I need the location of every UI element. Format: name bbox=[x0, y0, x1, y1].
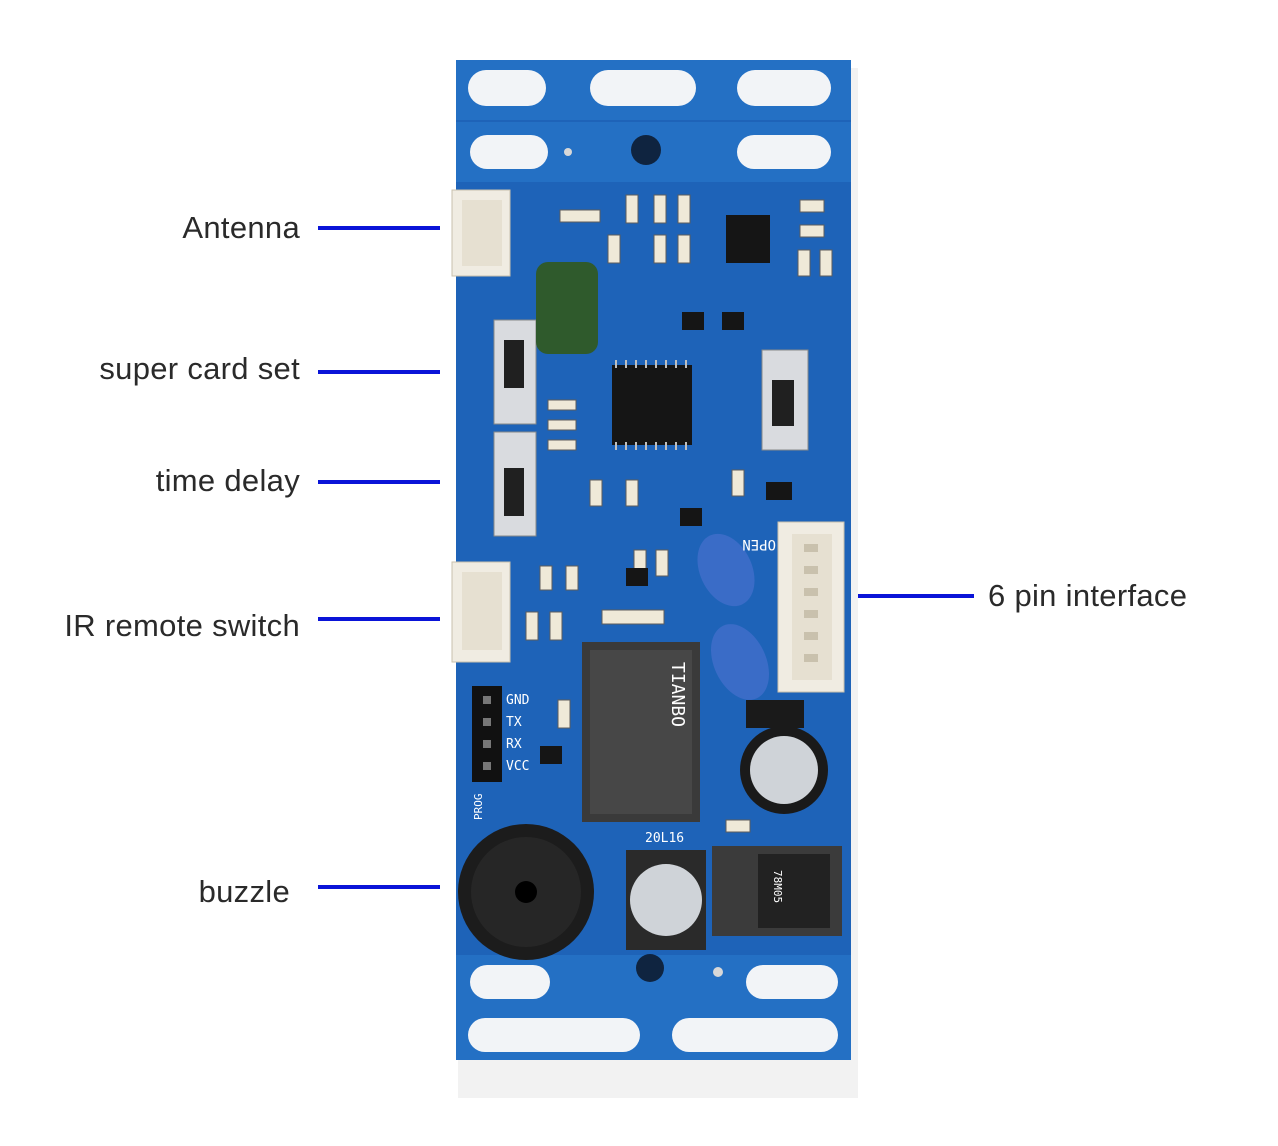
relay-code-text: 20L16 bbox=[645, 831, 684, 846]
regulator-text: 78M05 bbox=[771, 870, 784, 903]
buzzle-line bbox=[318, 885, 440, 889]
time-delay-line bbox=[318, 480, 440, 484]
super-card-set-label: super card set bbox=[99, 351, 300, 386]
six-pin-interface-line bbox=[852, 594, 974, 598]
prog-pin-rx: RX bbox=[506, 737, 522, 752]
six-pin-interface-label: 6 pin interface bbox=[988, 578, 1188, 613]
ir-remote-switch-label: IR remote switch bbox=[64, 608, 300, 643]
relay-brand-text: TIANBO bbox=[667, 662, 688, 727]
buzzle-label: buzzle bbox=[198, 874, 290, 909]
pcb-board-image: TIANBO 20L16 GND TX RX VCC PROG OPEN 78M… bbox=[440, 50, 860, 1100]
prog-pin-vcc: VCC bbox=[506, 759, 529, 774]
ir-remote-switch-line bbox=[318, 617, 440, 621]
prog-pin-gnd: GND bbox=[506, 693, 530, 708]
antenna-label: Antenna bbox=[182, 210, 300, 245]
time-delay-label: time delay bbox=[155, 463, 300, 498]
super-card-set-line bbox=[318, 370, 440, 374]
interface-pin-open: OPEN bbox=[742, 536, 776, 552]
prog-pin-tx: TX bbox=[506, 715, 522, 730]
prog-label: PROG bbox=[472, 794, 485, 821]
antenna-line bbox=[318, 226, 440, 230]
